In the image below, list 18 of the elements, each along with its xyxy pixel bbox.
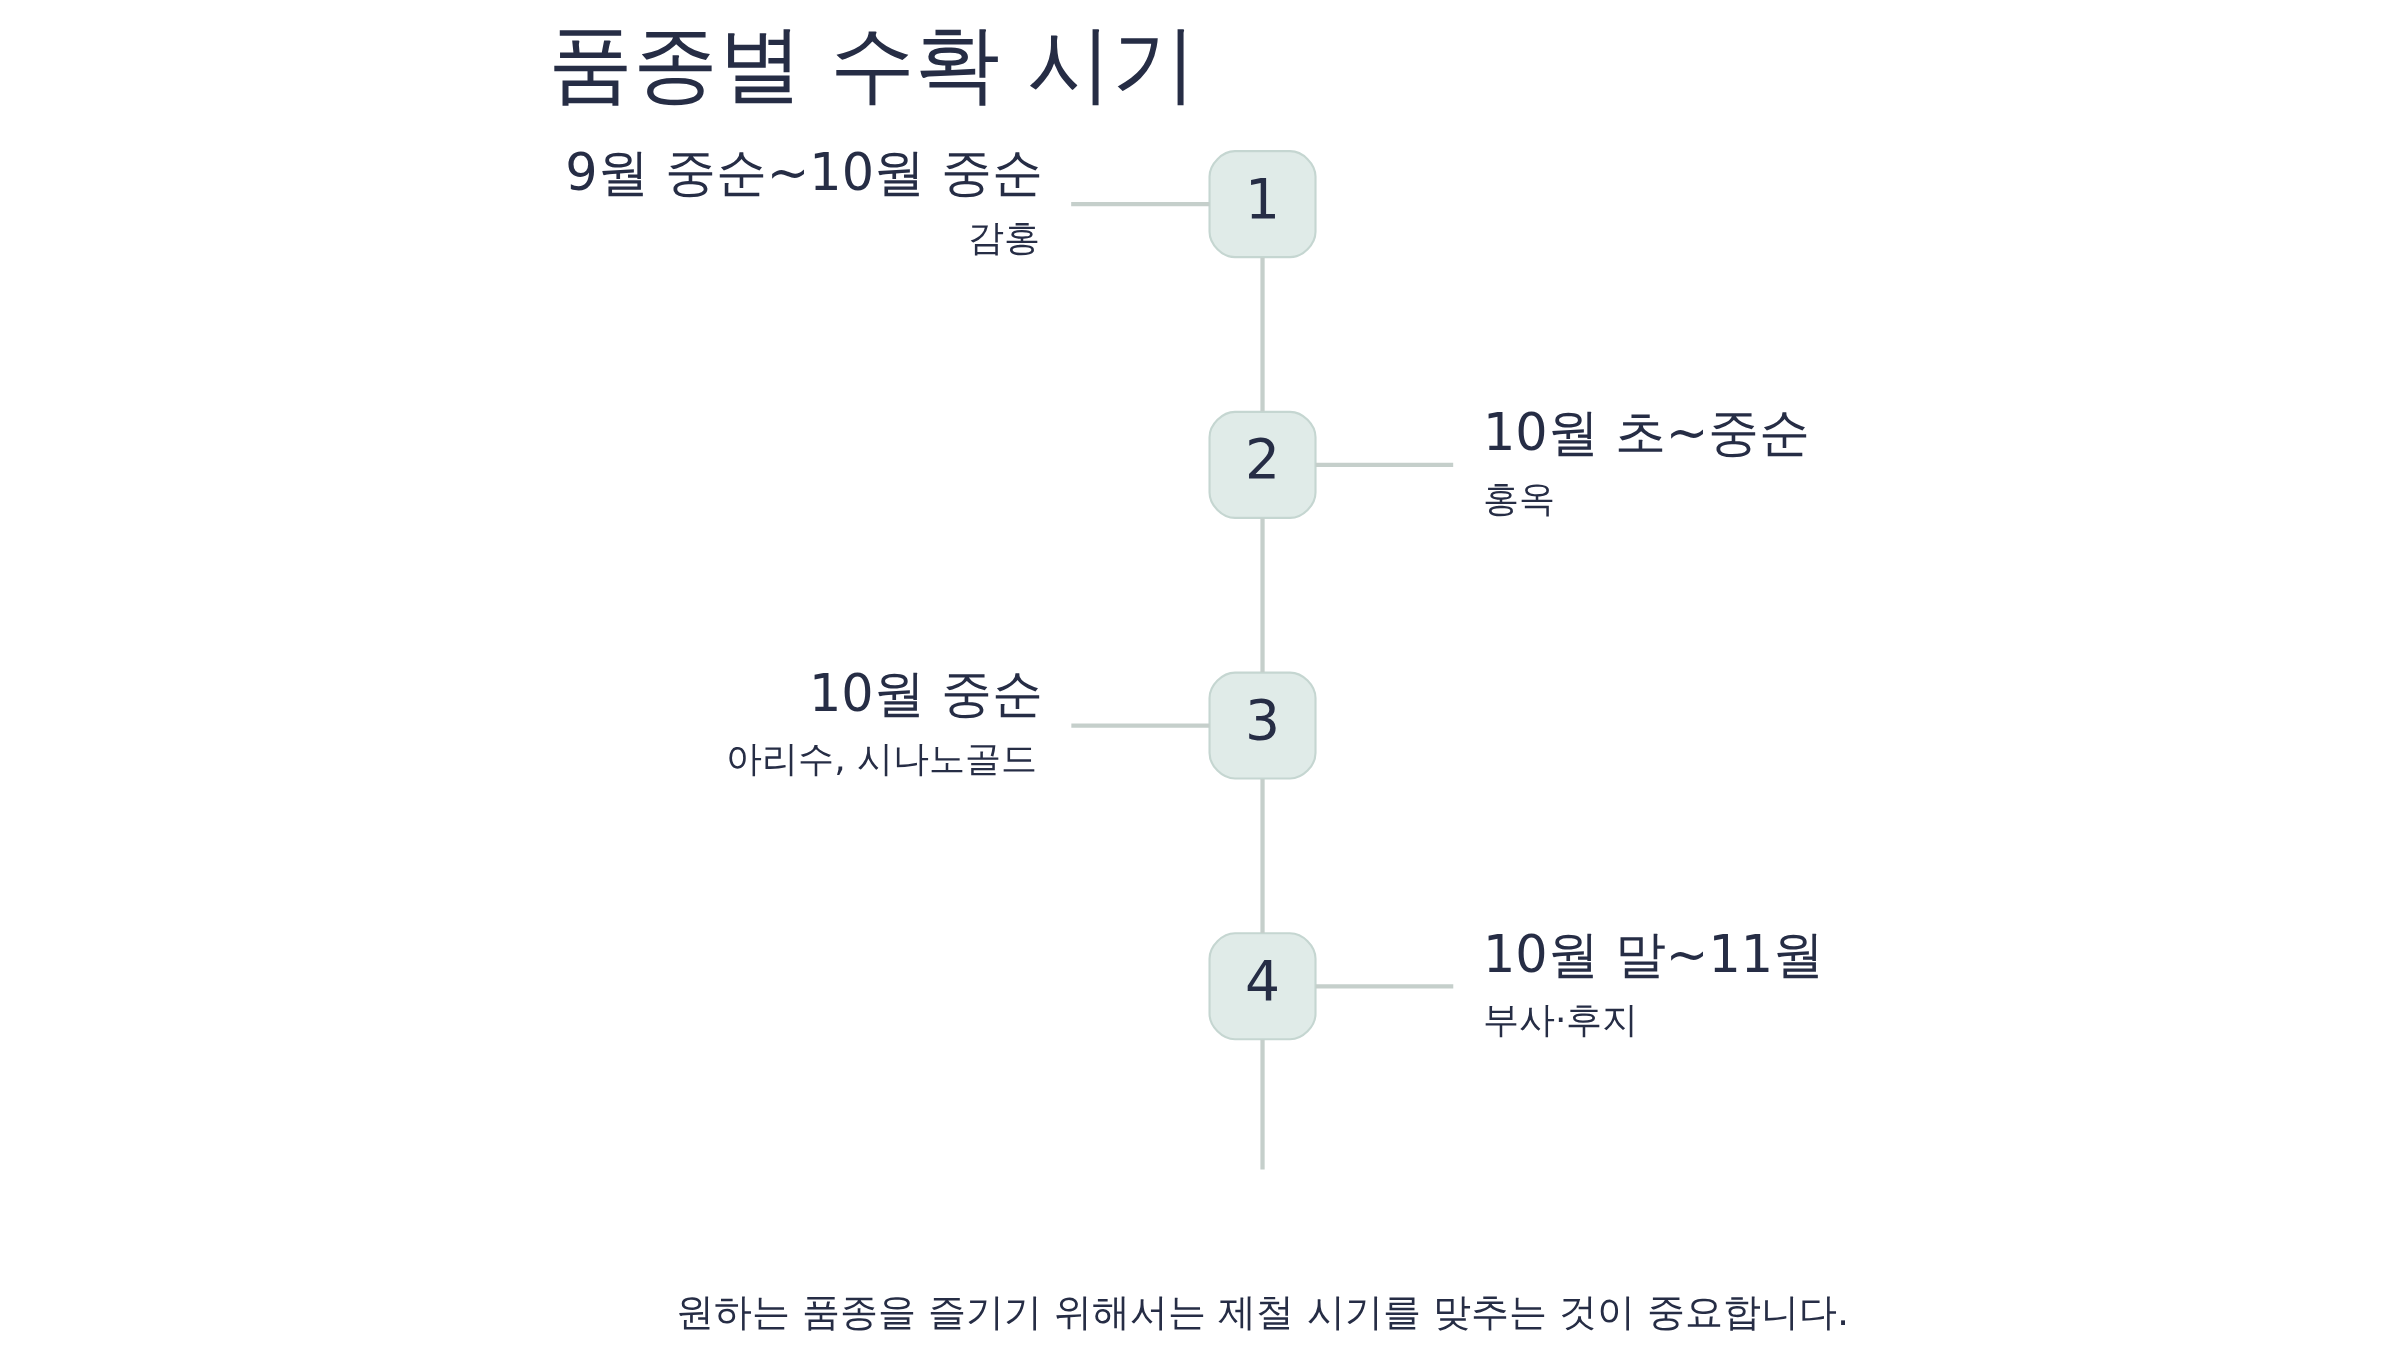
node-text: 10월 중순 아리수, 시나노골드	[726, 664, 1043, 780]
node-box: 1	[1208, 150, 1317, 259]
connector	[1260, 1039, 1265, 1170]
connector	[1315, 462, 1454, 467]
diagram-title: 품종별 수확 시기	[548, 13, 1197, 113]
connector	[1260, 518, 1265, 673]
node-box: 3	[1208, 671, 1317, 780]
node-text: 10월 초~중순 홍옥	[1482, 403, 1811, 519]
connector	[1071, 202, 1210, 207]
connector	[1260, 257, 1265, 412]
connector	[1260, 779, 1265, 933]
connector	[1071, 723, 1210, 728]
node-text: 10월 말~11월 부사·후지	[1482, 924, 1825, 1041]
node-box: 2	[1208, 410, 1317, 519]
node-text: 9월 중순~10월 중순 감홍	[565, 142, 1044, 258]
caption: 원하는 품종을 즐기기 위해서는 제철 시기를 맞추는 것이 중요합니다.	[675, 1289, 1850, 1334]
node-box: 4	[1208, 932, 1317, 1041]
connector	[1315, 984, 1454, 989]
